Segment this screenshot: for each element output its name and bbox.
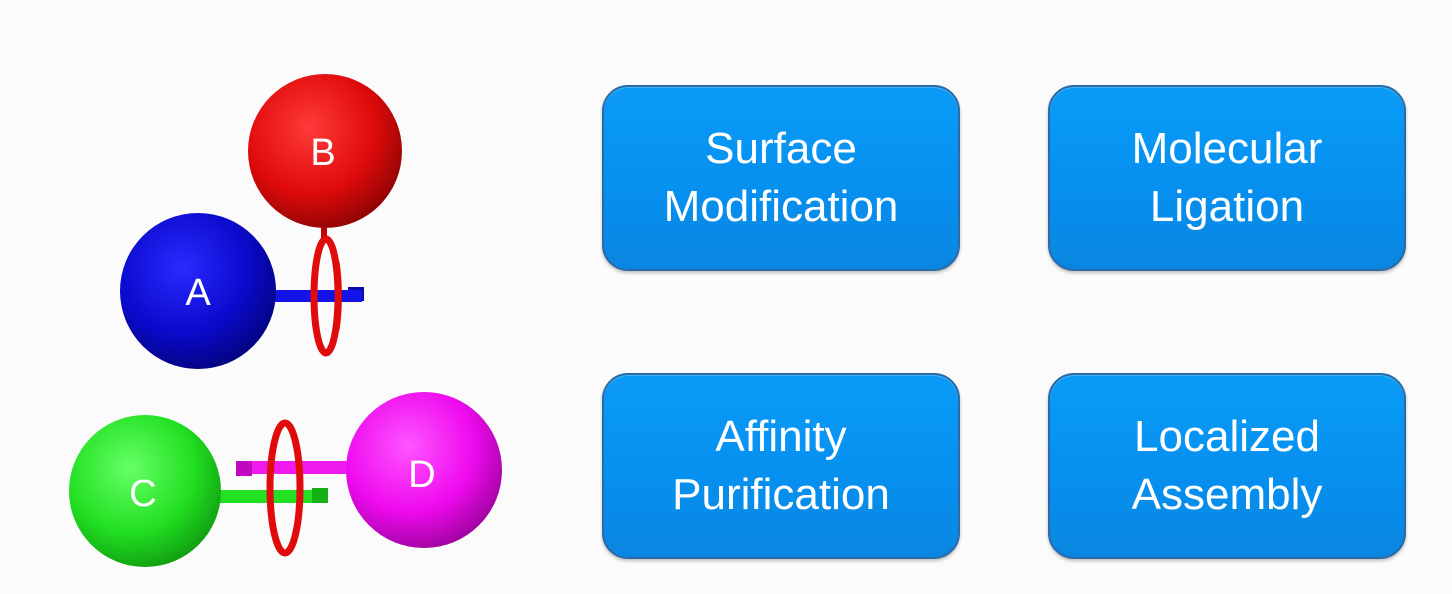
molecule-illustration: A B C D (69, 74, 502, 567)
axle-c-cap (312, 488, 328, 503)
sphere-c (69, 415, 221, 567)
molecular-ligation-line1: Molecular (1131, 124, 1323, 173)
sphere-d (346, 392, 502, 548)
molecular-ligation-button[interactable]: Molecular Ligation (1048, 85, 1406, 271)
axle-d-cap (236, 461, 252, 476)
affinity-purification-line1: Affinity (715, 412, 847, 461)
tether-b (321, 218, 327, 240)
ring-top-overlap (332, 261, 342, 331)
localized-assembly-button[interactable]: Localized Assembly (1048, 373, 1406, 559)
sphere-a (120, 213, 276, 369)
sphere-b-label: B (310, 132, 335, 174)
rotaxane-bottom-group: C D (69, 392, 502, 567)
ring-bottom-front (284, 419, 304, 557)
surface-modification-line1: Surface (705, 124, 857, 173)
sphere-d-label: D (408, 454, 435, 496)
ring-top-front-left (310, 235, 327, 357)
surface-modification-button[interactable]: Surface Modification (602, 85, 960, 271)
affinity-purification-line2: Purification (672, 470, 890, 519)
axle-d (238, 461, 350, 474)
localized-assembly-line1: Localized (1134, 412, 1320, 461)
surface-modification-line2: Modification (663, 182, 899, 231)
localized-assembly-line2: Assembly (1131, 470, 1323, 519)
sphere-a-label: A (185, 272, 211, 314)
sphere-c-label: C (129, 473, 156, 515)
sphere-b (248, 74, 402, 228)
ring-bottom-front-left (266, 419, 286, 557)
molecular-ligation-line2: Ligation (1149, 182, 1305, 231)
affinity-purification-button[interactable]: Affinity Purification (602, 373, 960, 559)
rotaxane-top-group: A B (120, 74, 402, 369)
